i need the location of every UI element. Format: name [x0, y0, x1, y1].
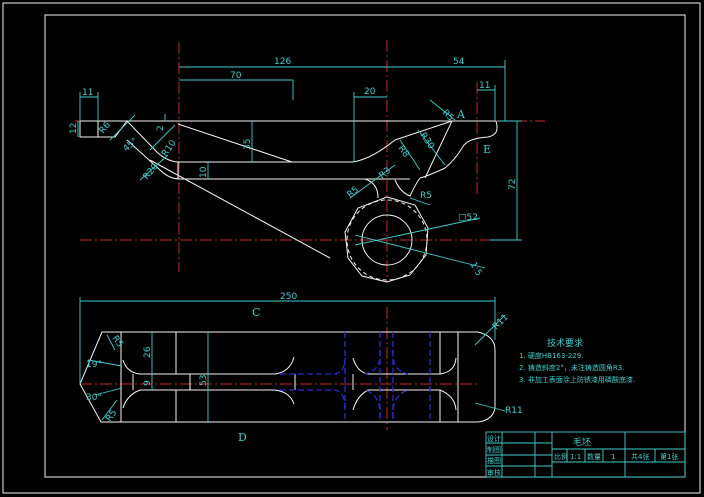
top-view-dimension-texts: 126 54 70 20 11 11 12 2 35 10 72 R6 45° …	[69, 57, 518, 278]
radius-r11-b: R11	[505, 406, 523, 416]
tech-req-item: 1. 硬度HB163-229.	[519, 351, 583, 360]
part-name: 毛坯	[573, 436, 591, 448]
front-view-outline	[79, 331, 496, 423]
radius-r5-a: R5	[110, 334, 125, 350]
label-c: C	[252, 306, 260, 319]
title-block-texts: 设计 制图 描图 审核 毛坯 比例 1:1 数量 1 共4张 第1张	[487, 434, 678, 477]
dim-9: 9	[143, 380, 153, 386]
dim-12: 12	[69, 123, 79, 134]
radius-r5-b: R5	[104, 408, 119, 424]
label-d: D	[238, 431, 247, 444]
dim-20: 20	[364, 87, 376, 97]
top-view-dimensions	[77, 60, 522, 269]
radius-r5-c: R5	[420, 191, 432, 201]
dim-square-52: □52	[458, 213, 478, 223]
front-view-dimensions	[79, 297, 506, 422]
dim-250: 250	[280, 292, 297, 302]
qty-label: 数量	[587, 452, 601, 461]
sheet-number: 第1张	[660, 452, 678, 461]
angle-19: 19°	[86, 360, 102, 370]
angle-30: 30°	[86, 393, 102, 403]
dim-11-right: 11	[479, 81, 490, 91]
dim-26: 26	[143, 346, 153, 358]
dim-72: 72	[508, 179, 518, 190]
scale-label: 比例	[554, 452, 568, 461]
radius-r11-a: R11	[491, 313, 511, 333]
dim-70: 70	[230, 71, 242, 81]
radius-r8: R8	[396, 144, 411, 160]
role-review: 审核	[487, 468, 501, 477]
role-drafting: 制图	[487, 445, 501, 454]
top-view-outline	[79, 120, 498, 283]
front-view-dimension-texts: 250 C D 26 9 53 R5 R5 19° 30° R11 R11	[86, 292, 523, 444]
dim-53: 53	[199, 375, 209, 386]
qty-value: 1	[611, 453, 615, 461]
tech-req-item: 3. 非加工表面涂上防锈漆用磷酸底漆.	[519, 375, 635, 384]
tech-req-title: 技术要求	[547, 337, 583, 349]
role-design: 设计	[487, 434, 501, 443]
inner-frame	[44, 14, 686, 478]
radius-r10: R10	[160, 138, 179, 158]
radius-r6: R6	[98, 120, 114, 136]
radius-r5-b: R5	[346, 185, 362, 200]
title-block	[485, 431, 686, 478]
front-view-centerlines	[80, 307, 480, 430]
label-e: E	[483, 143, 491, 156]
label-a: A	[456, 108, 466, 121]
dim-35: 35	[243, 139, 253, 150]
radius-r30: R30	[418, 131, 437, 151]
dim-54: 54	[453, 57, 465, 67]
top-view-centerlines	[75, 40, 545, 282]
scale-value: 1:1	[570, 453, 581, 461]
angle-45: 45°	[122, 136, 141, 154]
dim-taper: 1:5	[467, 261, 483, 279]
role-tracing: 描图	[487, 456, 501, 465]
dim-126: 126	[274, 57, 291, 67]
sheets-total: 共4张	[631, 452, 649, 461]
dim-2: 2	[156, 125, 166, 131]
tech-req-item: 2. 铸造斜度2°，未注铸造圆角R3.	[519, 363, 624, 372]
technical-requirements: 技术要求 1. 硬度HB163-229. 2. 铸造斜度2°，未注铸造圆角R3.…	[519, 337, 635, 384]
front-view-hidden-lines	[280, 332, 431, 422]
dim-11-left: 11	[82, 88, 93, 98]
dim-10: 10	[199, 166, 209, 178]
